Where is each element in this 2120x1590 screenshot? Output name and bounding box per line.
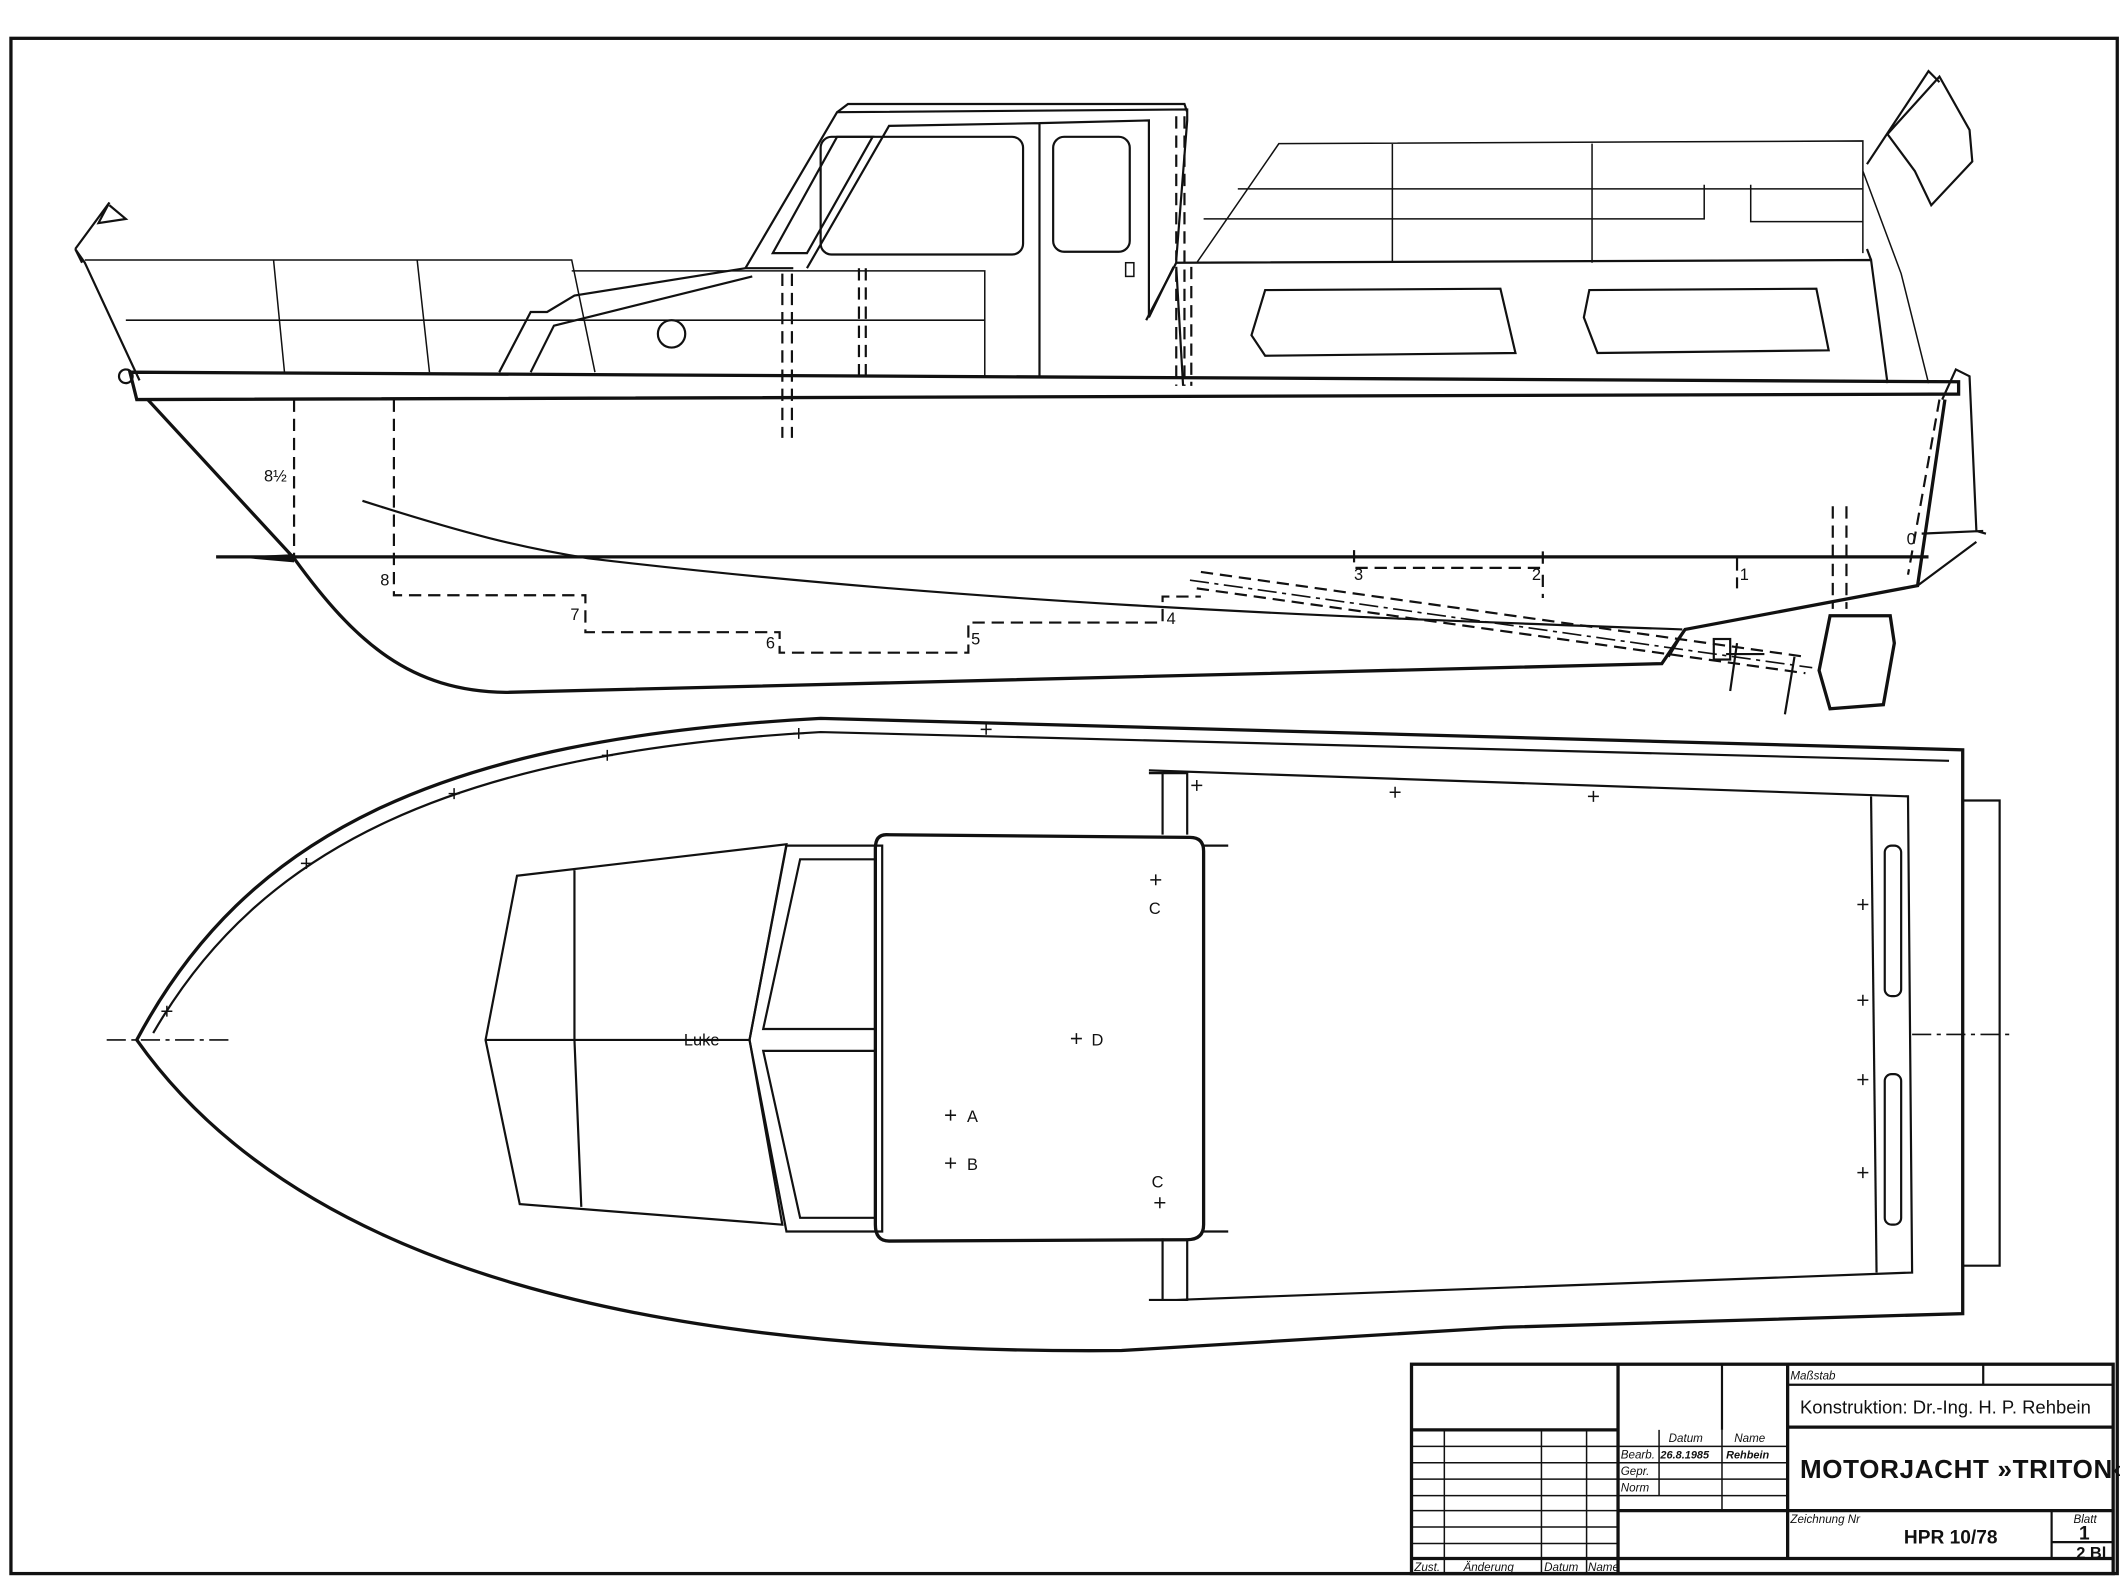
drawn-signature: Rehbein (1726, 1450, 1769, 1462)
row-drawn: Bearb. (1621, 1449, 1655, 1462)
rev-state: Zust. (1413, 1561, 1440, 1574)
row-norm: Norm (1621, 1481, 1650, 1494)
title-block: Datum Name Bearb. Gepr. Norm 26.8.1985 R… (1409, 1362, 2120, 1576)
col-date: Datum (1669, 1432, 1704, 1445)
centerline (106, 1033, 2014, 1041)
station-label: 1 (1740, 566, 1749, 584)
station-label: 5 (971, 630, 980, 648)
aft-cabin (1145, 248, 1889, 386)
hatch-label: Luke (684, 1031, 720, 1049)
sheet-border (9, 36, 2119, 1576)
wheelhouse (744, 102, 1189, 378)
sheets-total: 2 Bl (2076, 1545, 2106, 1563)
cockpit (1148, 769, 1914, 1302)
station-lines (292, 399, 1941, 654)
side-view: 8½ 8 7 6 5 4 3 2 1 0 (74, 69, 1987, 715)
porthole (656, 319, 687, 349)
scale-label: Maßstab (1790, 1369, 1836, 1382)
rev-change: Änderung (1462, 1561, 1514, 1574)
plan-view: Luke A B C C D (106, 716, 2014, 1353)
station-label: 3 (1354, 566, 1363, 584)
stern-flag-icon (1866, 69, 1974, 208)
rub-rail (127, 370, 1961, 402)
fore-cabin (484, 842, 788, 1226)
rev-date: Datum (1544, 1561, 1579, 1574)
rudder (1817, 614, 1896, 711)
col-name: Name (1734, 1432, 1766, 1445)
point-label: C (1149, 900, 1161, 918)
station-label: 6 (766, 635, 775, 653)
chine-line (362, 499, 1683, 631)
designer: Konstruktion: Dr.-Ing. H. P. Rehbein (1800, 1396, 2091, 1417)
station-label: 8 (380, 572, 389, 590)
point-label: A (967, 1108, 978, 1126)
drawing-title: MOTORJACHT »TRITON« (1800, 1454, 2120, 1484)
prop-shaft (1196, 570, 1806, 675)
bow-railing (84, 259, 986, 377)
point-label: B (967, 1156, 978, 1174)
point-label: D (1091, 1031, 1103, 1049)
rev-name: Name (1588, 1561, 1620, 1574)
point-label: C (1152, 1174, 1164, 1192)
station-label: 0 (1907, 531, 1916, 549)
bow-flag-icon (74, 201, 141, 381)
sheet-number: 1 (2079, 1523, 2090, 1544)
station-label: 8½ (264, 468, 287, 486)
wheelhouse-roof (873, 833, 1206, 1243)
sheet-label: Blatt (2073, 1513, 2097, 1526)
station-label: 2 (1532, 566, 1541, 584)
drawing-no-label: Zeichnung Nr (1789, 1513, 1861, 1526)
drawing-no: HPR 10/78 (1904, 1527, 1998, 1548)
station-label: 7 (570, 606, 579, 624)
station-label: 4 (1167, 610, 1176, 628)
deck-outline (134, 716, 1965, 1353)
row-checked: Gepr. (1621, 1465, 1650, 1478)
hull-outline (146, 398, 1947, 695)
aft-railing (1196, 140, 1930, 384)
drawn-date: 26.8.1985 (1659, 1450, 1710, 1462)
